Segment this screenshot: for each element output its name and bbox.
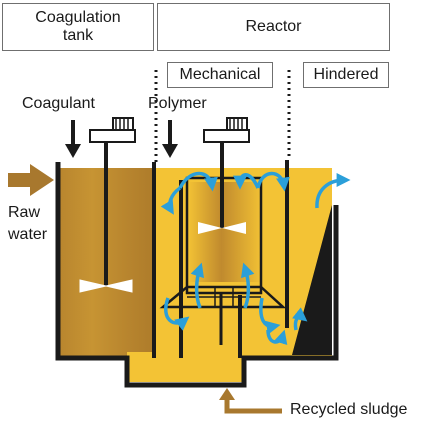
coagulation-tank-wall: [55, 162, 339, 388]
coagulation-mixer: [79, 117, 136, 293]
flow-arrows: [160, 171, 351, 346]
mechanical-zone-label: Mechanical: [167, 62, 273, 88]
reactor-header: Reactor: [157, 3, 390, 51]
recycled-sludge-label: Recycled sludge: [290, 401, 408, 418]
polymer-label: Polymer: [148, 95, 207, 112]
impeller-icon: [79, 279, 133, 293]
flow-arrow-icon: [164, 297, 190, 331]
raw-water-label-line1: Raw: [8, 204, 41, 221]
sludge-return-arrow-icon: [219, 388, 282, 414]
flow-arrow-icon: [292, 307, 308, 331]
flow-arrow-icon: [259, 297, 281, 335]
raw-water-label-line2: water: [8, 226, 48, 243]
coagulation-tank-header: Coagulation tank: [2, 3, 154, 51]
flow-arrow-icon: [190, 262, 204, 309]
flow-arrow-icon: [241, 262, 255, 309]
flow-arrow-icon: [256, 171, 290, 192]
recirculation-cone: [159, 285, 287, 309]
flow-arrow-icon: [160, 186, 182, 215]
flow-arrow-icon: [233, 173, 260, 190]
inlet-arrow-icon: [8, 164, 54, 196]
flow-arrow-icon: [178, 171, 218, 192]
bottom-channel-liquid: [127, 352, 244, 382]
coagulant-label: Coagulant: [22, 95, 95, 112]
coagulant-dosing-arrow: [65, 120, 81, 158]
impeller-icon: [198, 222, 246, 234]
flow-arrow-icon: [315, 173, 351, 209]
hindered-zone-label: Hindered: [303, 62, 389, 88]
reactor-mixer: [198, 117, 250, 234]
polymer-dosing-arrow: [162, 120, 178, 158]
flow-arrow-icon: [266, 329, 288, 346]
